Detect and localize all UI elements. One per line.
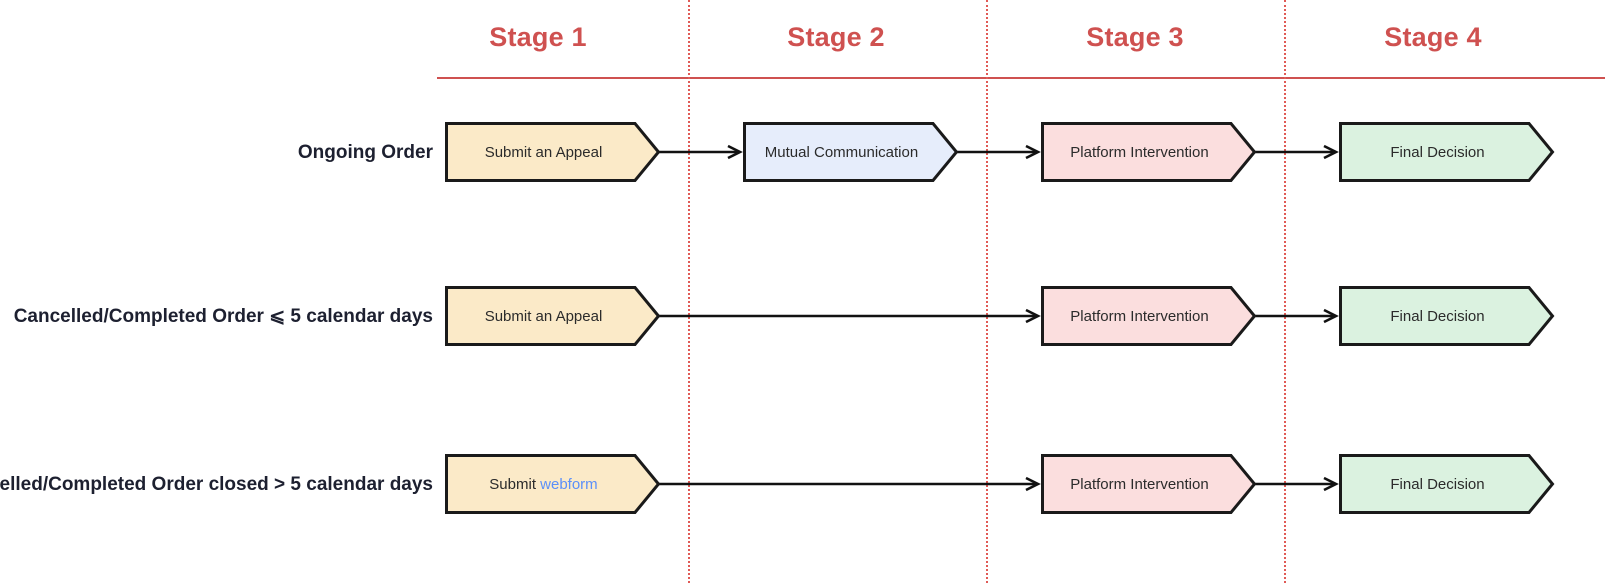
stage-header-rule (437, 77, 1605, 79)
node-mutual-communication[interactable]: Mutual Communication (743, 122, 959, 182)
node-label: Submit an Appeal (485, 308, 621, 325)
stage-header-2: Stage 2 (787, 22, 885, 52)
node-label: Submit an Appeal (485, 144, 621, 161)
node-submit-an-appeal[interactable]: Submit an Appeal (445, 122, 661, 182)
stage-header-3: Stage 3 (1086, 22, 1184, 52)
node-label-text: Platform Intervention (1070, 475, 1209, 493)
stage-divider-2 (986, 0, 988, 583)
node-label-text: Final Decision (1390, 475, 1485, 493)
node-label-text: Final Decision (1390, 143, 1485, 161)
node-label: Final Decision (1390, 308, 1502, 325)
node-final-decision[interactable]: Final Decision (1339, 454, 1555, 514)
node-label: Final Decision (1390, 476, 1502, 493)
node-label: Platform Intervention (1070, 308, 1226, 325)
row-label-3: Cancelled/Completed Order closed > 5 cal… (0, 474, 433, 495)
node-label-text: Final Decision (1390, 307, 1485, 325)
node-platform-intervention[interactable]: Platform Intervention (1041, 286, 1257, 346)
node-final-decision[interactable]: Final Decision (1339, 122, 1555, 182)
connector-arrow (637, 308, 1041, 324)
webform-link[interactable]: webform (540, 475, 598, 493)
node-label-text: Platform Intervention (1070, 143, 1209, 161)
node-label: Final Decision (1390, 144, 1502, 161)
node-label: Platform Intervention (1070, 476, 1226, 493)
node-platform-intervention[interactable]: Platform Intervention (1041, 454, 1257, 514)
stage-header-4: Stage 4 (1384, 22, 1482, 52)
connector-arrow (637, 476, 1041, 492)
node-label: Platform Intervention (1070, 144, 1226, 161)
stage-header-1: Stage 1 (489, 22, 587, 52)
node-label-text: Mutual Communication (764, 143, 919, 161)
row-label-1: Ongoing Order (297, 142, 433, 163)
node-label: Mutual Communication (765, 144, 936, 161)
node-label-text: Submit an Appeal (484, 143, 603, 161)
node-label: Submit webform (489, 476, 615, 493)
node-label-text: Platform Intervention (1070, 307, 1209, 325)
node-platform-intervention[interactable]: Platform Intervention (1041, 122, 1257, 182)
node-final-decision[interactable]: Final Decision (1339, 286, 1555, 346)
row-label-2: Cancelled/Completed Order ⩽ 5 calendar d… (13, 306, 433, 327)
stage-divider-3 (1284, 0, 1286, 583)
node-label-text: Submit (489, 475, 541, 493)
node-label-text: Submit an Appeal (484, 307, 603, 325)
node-submit-webform[interactable]: Submit webform (445, 454, 661, 514)
node-submit-an-appeal[interactable]: Submit an Appeal (445, 286, 661, 346)
stage-divider-1 (688, 0, 690, 583)
